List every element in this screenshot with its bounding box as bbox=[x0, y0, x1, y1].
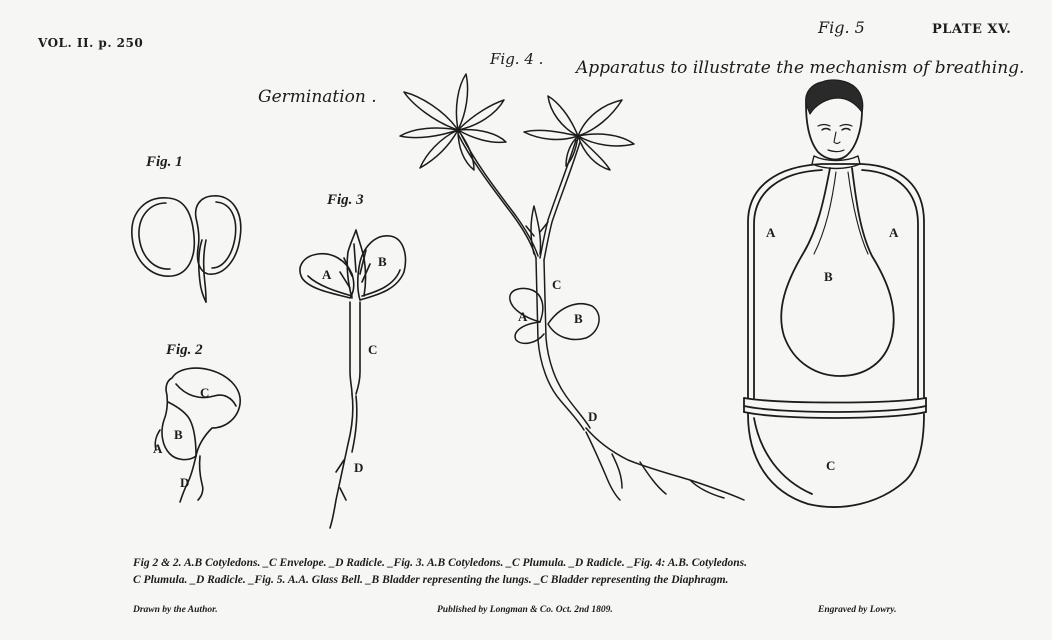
fig4-left-rosette bbox=[400, 74, 506, 170]
credit-engraved: Engraved by Lowry. bbox=[818, 606, 897, 616]
fig2-title: Fig. 2 bbox=[166, 343, 203, 358]
diaphragm-bladder bbox=[748, 414, 924, 507]
fig1-bean-illustration bbox=[132, 196, 241, 302]
fig3-label-b: B bbox=[378, 255, 387, 268]
caption-line-2: C Plumula. _D Radicle. _Fig. 5. A.A. Gla… bbox=[133, 575, 728, 587]
credit-drawn: Drawn by the Author. bbox=[133, 606, 218, 616]
fig5-label-b: B bbox=[824, 270, 833, 283]
germination-title: Germination . bbox=[258, 89, 377, 106]
fig4-right-rosette bbox=[524, 96, 634, 170]
credit-published: Published by Longman & Co. Oct. 2nd 1809… bbox=[437, 606, 613, 616]
fig1-title: Fig. 1 bbox=[146, 155, 183, 170]
glass-bell bbox=[748, 164, 924, 398]
fig3-label-d: D bbox=[354, 461, 363, 474]
plate-number: PLATE XV. bbox=[932, 23, 1011, 36]
fig4-label-a: A bbox=[518, 310, 527, 323]
fig3-label-c: C bbox=[368, 343, 377, 356]
caption-line-1: Fig 2 & 2. A.B Cotyledons. _C Envelope. … bbox=[133, 558, 747, 570]
fig3-seedling-illustration bbox=[300, 230, 405, 528]
apparatus-title: Apparatus to illustrate the mechanism of… bbox=[576, 60, 1024, 77]
fig4-label-b: B bbox=[574, 312, 583, 325]
fig2-label-d: D bbox=[180, 476, 189, 489]
fig5-title: Fig. 5 bbox=[818, 20, 865, 36]
fig4-seedling-illustration bbox=[400, 74, 744, 500]
fig4-title: Fig. 4 . bbox=[490, 52, 543, 67]
fig2-label-c: C bbox=[200, 386, 209, 399]
fig2-seed-illustration bbox=[155, 368, 240, 502]
lungs-bladder bbox=[781, 168, 894, 376]
fig5-label-a-right: A bbox=[889, 226, 898, 239]
fig5-apparatus-illustration bbox=[744, 80, 926, 507]
fig4-label-c: C bbox=[552, 278, 561, 291]
fig3-title: Fig. 3 bbox=[327, 193, 364, 208]
volume-reference: VOL. II. p. 250 bbox=[38, 37, 143, 49]
fig5-label-a-left: A bbox=[766, 226, 775, 239]
fig4-label-d: D bbox=[588, 410, 597, 423]
fig5-label-c: C bbox=[826, 459, 835, 472]
fig2-label-a: A bbox=[153, 442, 162, 455]
fig2-label-b: B bbox=[174, 428, 183, 441]
fig3-label-a: A bbox=[322, 268, 331, 281]
